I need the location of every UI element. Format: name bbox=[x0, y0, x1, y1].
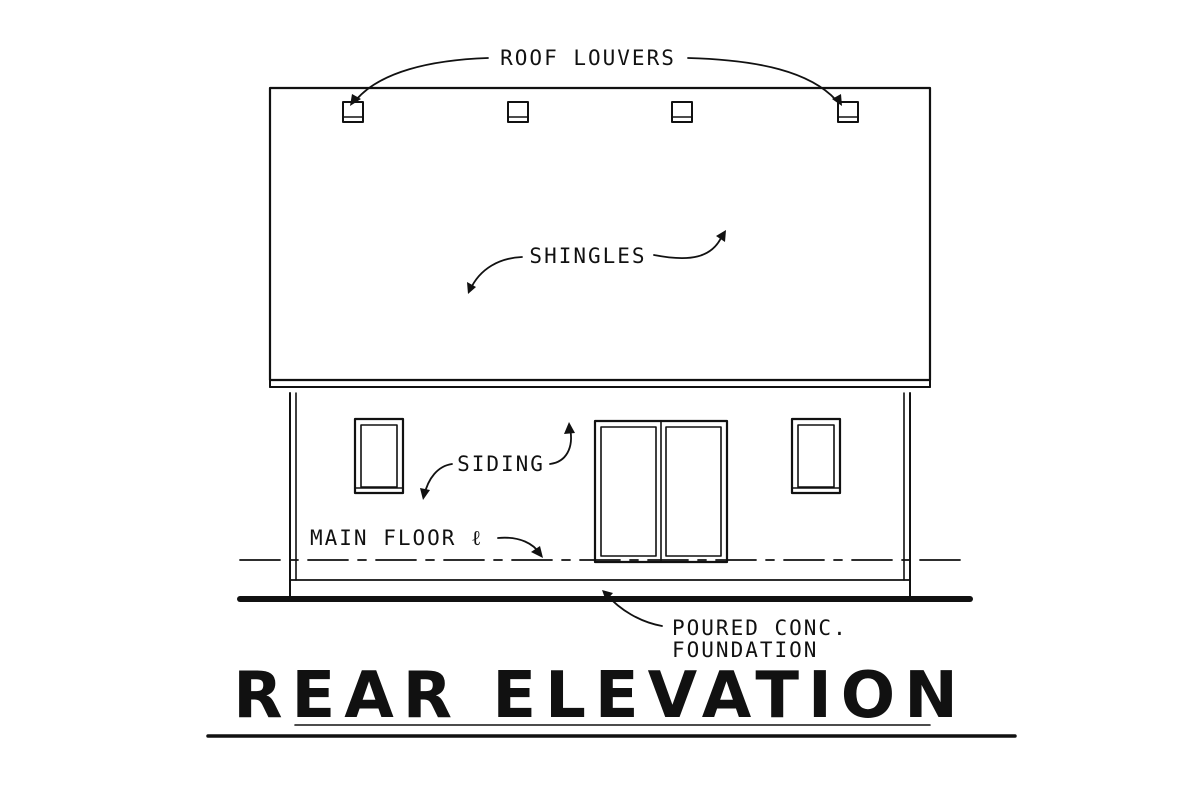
patio-door bbox=[593, 419, 729, 564]
label-shingles: SHINGLES bbox=[529, 244, 646, 268]
arrowhead bbox=[602, 590, 613, 601]
roof-outline bbox=[268, 86, 932, 382]
label-roof-louvers: ROOF LOUVERS bbox=[500, 46, 676, 70]
roof-louver bbox=[507, 101, 529, 123]
leader-shingles-left bbox=[469, 256, 523, 291]
label-foundation-line1: POURED CONC. bbox=[672, 616, 848, 640]
leader-foundation bbox=[605, 593, 663, 627]
wall bbox=[289, 392, 911, 599]
arrowhead bbox=[716, 230, 726, 242]
arrowhead bbox=[350, 94, 361, 106]
arrowhead bbox=[564, 422, 575, 434]
roof-louver bbox=[671, 101, 693, 123]
leader-roof-louvers-left bbox=[355, 57, 489, 101]
window-left bbox=[353, 417, 405, 495]
roof-louvers bbox=[342, 101, 859, 123]
roof-louver bbox=[342, 101, 364, 123]
arrowhead bbox=[832, 94, 842, 106]
arrowhead bbox=[420, 488, 430, 500]
arrowhead bbox=[531, 546, 543, 558]
drawing-title: REAR ELEVATION bbox=[233, 659, 967, 733]
leader-roof-louvers-right bbox=[687, 57, 837, 101]
label-foundation-line2: FOUNDATION bbox=[672, 638, 818, 662]
label-siding: SIDING bbox=[457, 452, 545, 476]
window-right bbox=[790, 417, 842, 495]
label-main-floor: MAIN FLOOR ℓ bbox=[310, 526, 483, 550]
roof bbox=[268, 86, 932, 388]
roof-louver bbox=[837, 101, 859, 123]
leader-shingles-right bbox=[653, 235, 723, 260]
arrowhead bbox=[467, 282, 476, 294]
leader-lines bbox=[350, 57, 842, 627]
